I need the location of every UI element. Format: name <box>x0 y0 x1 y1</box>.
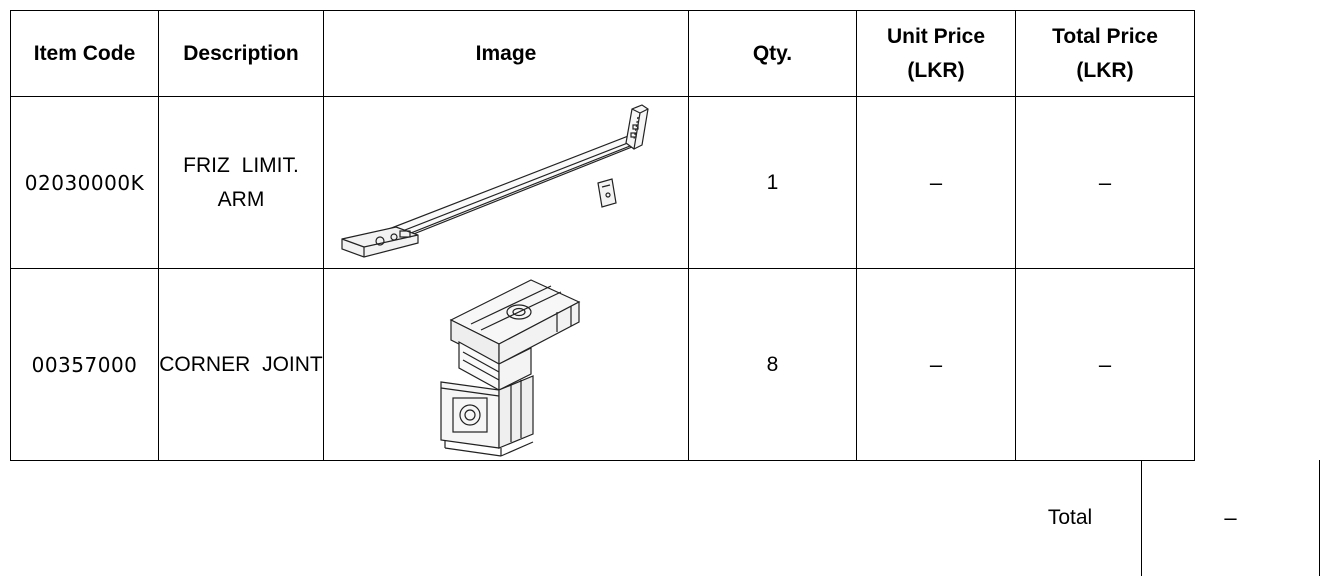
table-row: 00357000 CORNER JOINT <box>10 268 1195 461</box>
description-line2: ARM <box>217 187 265 211</box>
image-cell <box>323 96 689 269</box>
description-line1: CORNER JOINT <box>159 352 323 376</box>
header-image: Image <box>323 10 689 97</box>
qty-cell: 1 <box>688 96 857 269</box>
description-cell: FRIZ LIMIT. ARM <box>158 96 324 269</box>
header-item-code: Item Code <box>10 10 159 97</box>
description-cell: CORNER JOINT <box>158 268 324 461</box>
corner-joint-icon <box>440 278 581 457</box>
total-value: – <box>1141 460 1320 576</box>
unit-price-cell: – <box>856 96 1016 269</box>
image-cell <box>323 268 689 461</box>
header-unit-price: Unit Price (LKR) <box>856 10 1016 97</box>
unit-price-cell: – <box>856 268 1016 461</box>
item-code-cell: 02030000K <box>10 96 159 269</box>
total-price-cell: – <box>1015 96 1195 269</box>
header-unit-price-line1: Unit Price <box>886 24 986 48</box>
table-row: 02030000K FRIZ LIMIT. ARM <box>10 96 1195 269</box>
table-header-row: Item Code Description Image Qty. Unit Pr… <box>10 10 1195 97</box>
header-qty: Qty. <box>688 10 857 97</box>
qty-cell: 8 <box>688 268 857 461</box>
description-line1: FRIZ LIMIT. <box>183 153 299 177</box>
header-unit-price-line2: (LKR) <box>907 58 965 82</box>
friction-limiting-arm-icon <box>341 103 649 258</box>
header-total-price: Total Price (LKR) <box>1015 10 1195 97</box>
total-label: Total <box>1047 506 1093 529</box>
header-description: Description <box>158 10 324 97</box>
header-total-price-line2: (LKR) <box>1076 58 1134 82</box>
item-code-cell: 00357000 <box>10 268 159 461</box>
total-price-cell: – <box>1015 268 1195 461</box>
quotation-table: Item Code Description Image Qty. Unit Pr… <box>10 10 1195 461</box>
header-total-price-line1: Total Price <box>1052 24 1158 48</box>
